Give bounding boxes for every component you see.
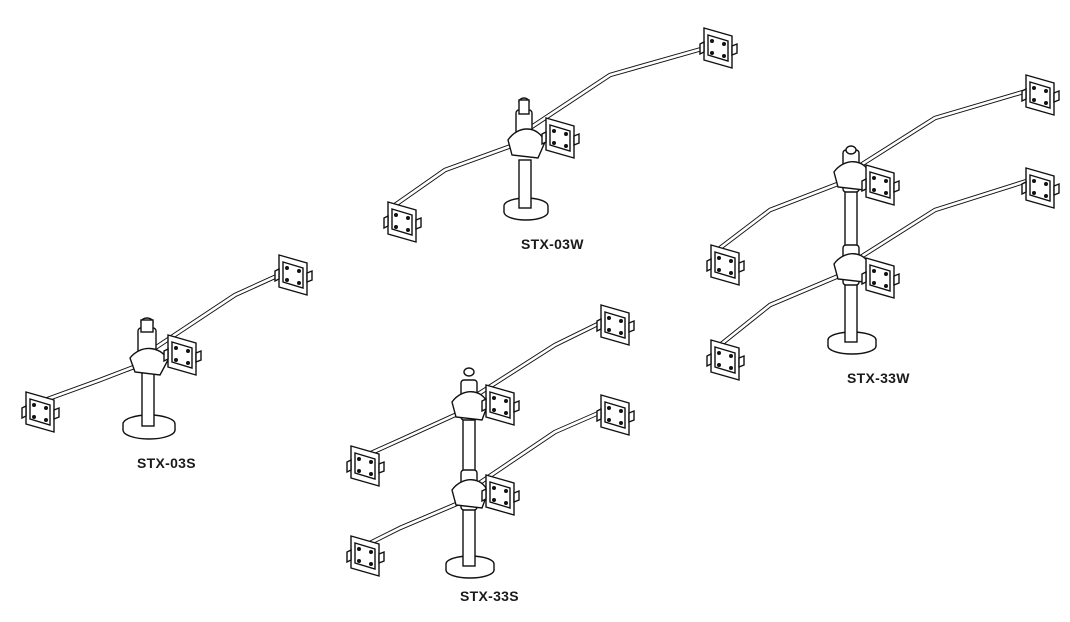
stx-03w-plate-left xyxy=(383,201,422,243)
stx-33s-plate-lower-left xyxy=(346,535,385,577)
stx-03w-arm-right xyxy=(527,45,708,131)
stx-33s-hub-lower xyxy=(451,469,489,511)
stx-33s-label: STX-33S xyxy=(460,588,519,604)
stx-33w-arm-upper-left xyxy=(717,177,851,251)
stx-33s-hub-upper xyxy=(451,367,489,421)
stx-33s-plate-upper-right xyxy=(596,304,635,346)
stx-33w-label: STX-33W xyxy=(847,370,910,386)
stx-03w-label: STX-03W xyxy=(521,236,584,252)
stx-33s-arm-upper-right xyxy=(469,315,613,401)
stx-33w-arm-upper-right xyxy=(853,87,1033,171)
stx-03w-arm-left xyxy=(392,139,525,208)
stx-33w-arm-lower-right xyxy=(853,177,1033,263)
stx-33w-plate-upper-right xyxy=(1021,74,1060,116)
stx-03s-mount xyxy=(21,254,313,440)
stx-33w-arm-lower-left xyxy=(717,269,851,348)
stx-03w-plate-center xyxy=(541,117,580,159)
stx-33w-plate-lower-left xyxy=(706,339,745,381)
stx-33s-arm-lower-right xyxy=(469,405,613,491)
stx-33w-plate-upper-center xyxy=(861,164,900,206)
stx-33w-plate-lower-right xyxy=(1021,167,1060,209)
stx-33s-arm-lower-left xyxy=(357,497,469,551)
stx-03w-plate-right xyxy=(699,27,738,69)
stx-03s-label: STX-03S xyxy=(137,455,196,471)
stx-33w-hub-upper xyxy=(833,145,871,193)
stx-03w-hub xyxy=(507,97,546,159)
stx-03s-arm-left xyxy=(42,359,150,403)
stx-33s-plate-lower-right xyxy=(596,394,635,436)
stx-03s-hub xyxy=(129,317,169,376)
stx-33s-plate-upper-center xyxy=(481,384,520,426)
stx-33w-mount xyxy=(706,74,1060,381)
stx-33w-plate-lower-center xyxy=(861,257,900,299)
stx-03w-mount xyxy=(383,27,738,243)
stx-33s-plate-lower-center xyxy=(481,474,520,516)
stx-03s-arm-right xyxy=(149,267,293,353)
stx-03s-plate-right xyxy=(274,254,313,296)
stx-03s-plate-center xyxy=(163,334,202,376)
stx-33s-arm-upper-left xyxy=(357,407,469,461)
stx-33s-mount xyxy=(346,304,635,579)
stx-03w-base xyxy=(503,159,549,221)
stx-03s-base xyxy=(122,371,176,440)
stx-33s-base xyxy=(445,389,495,579)
stx-33w-plate-upper-left xyxy=(706,244,745,286)
